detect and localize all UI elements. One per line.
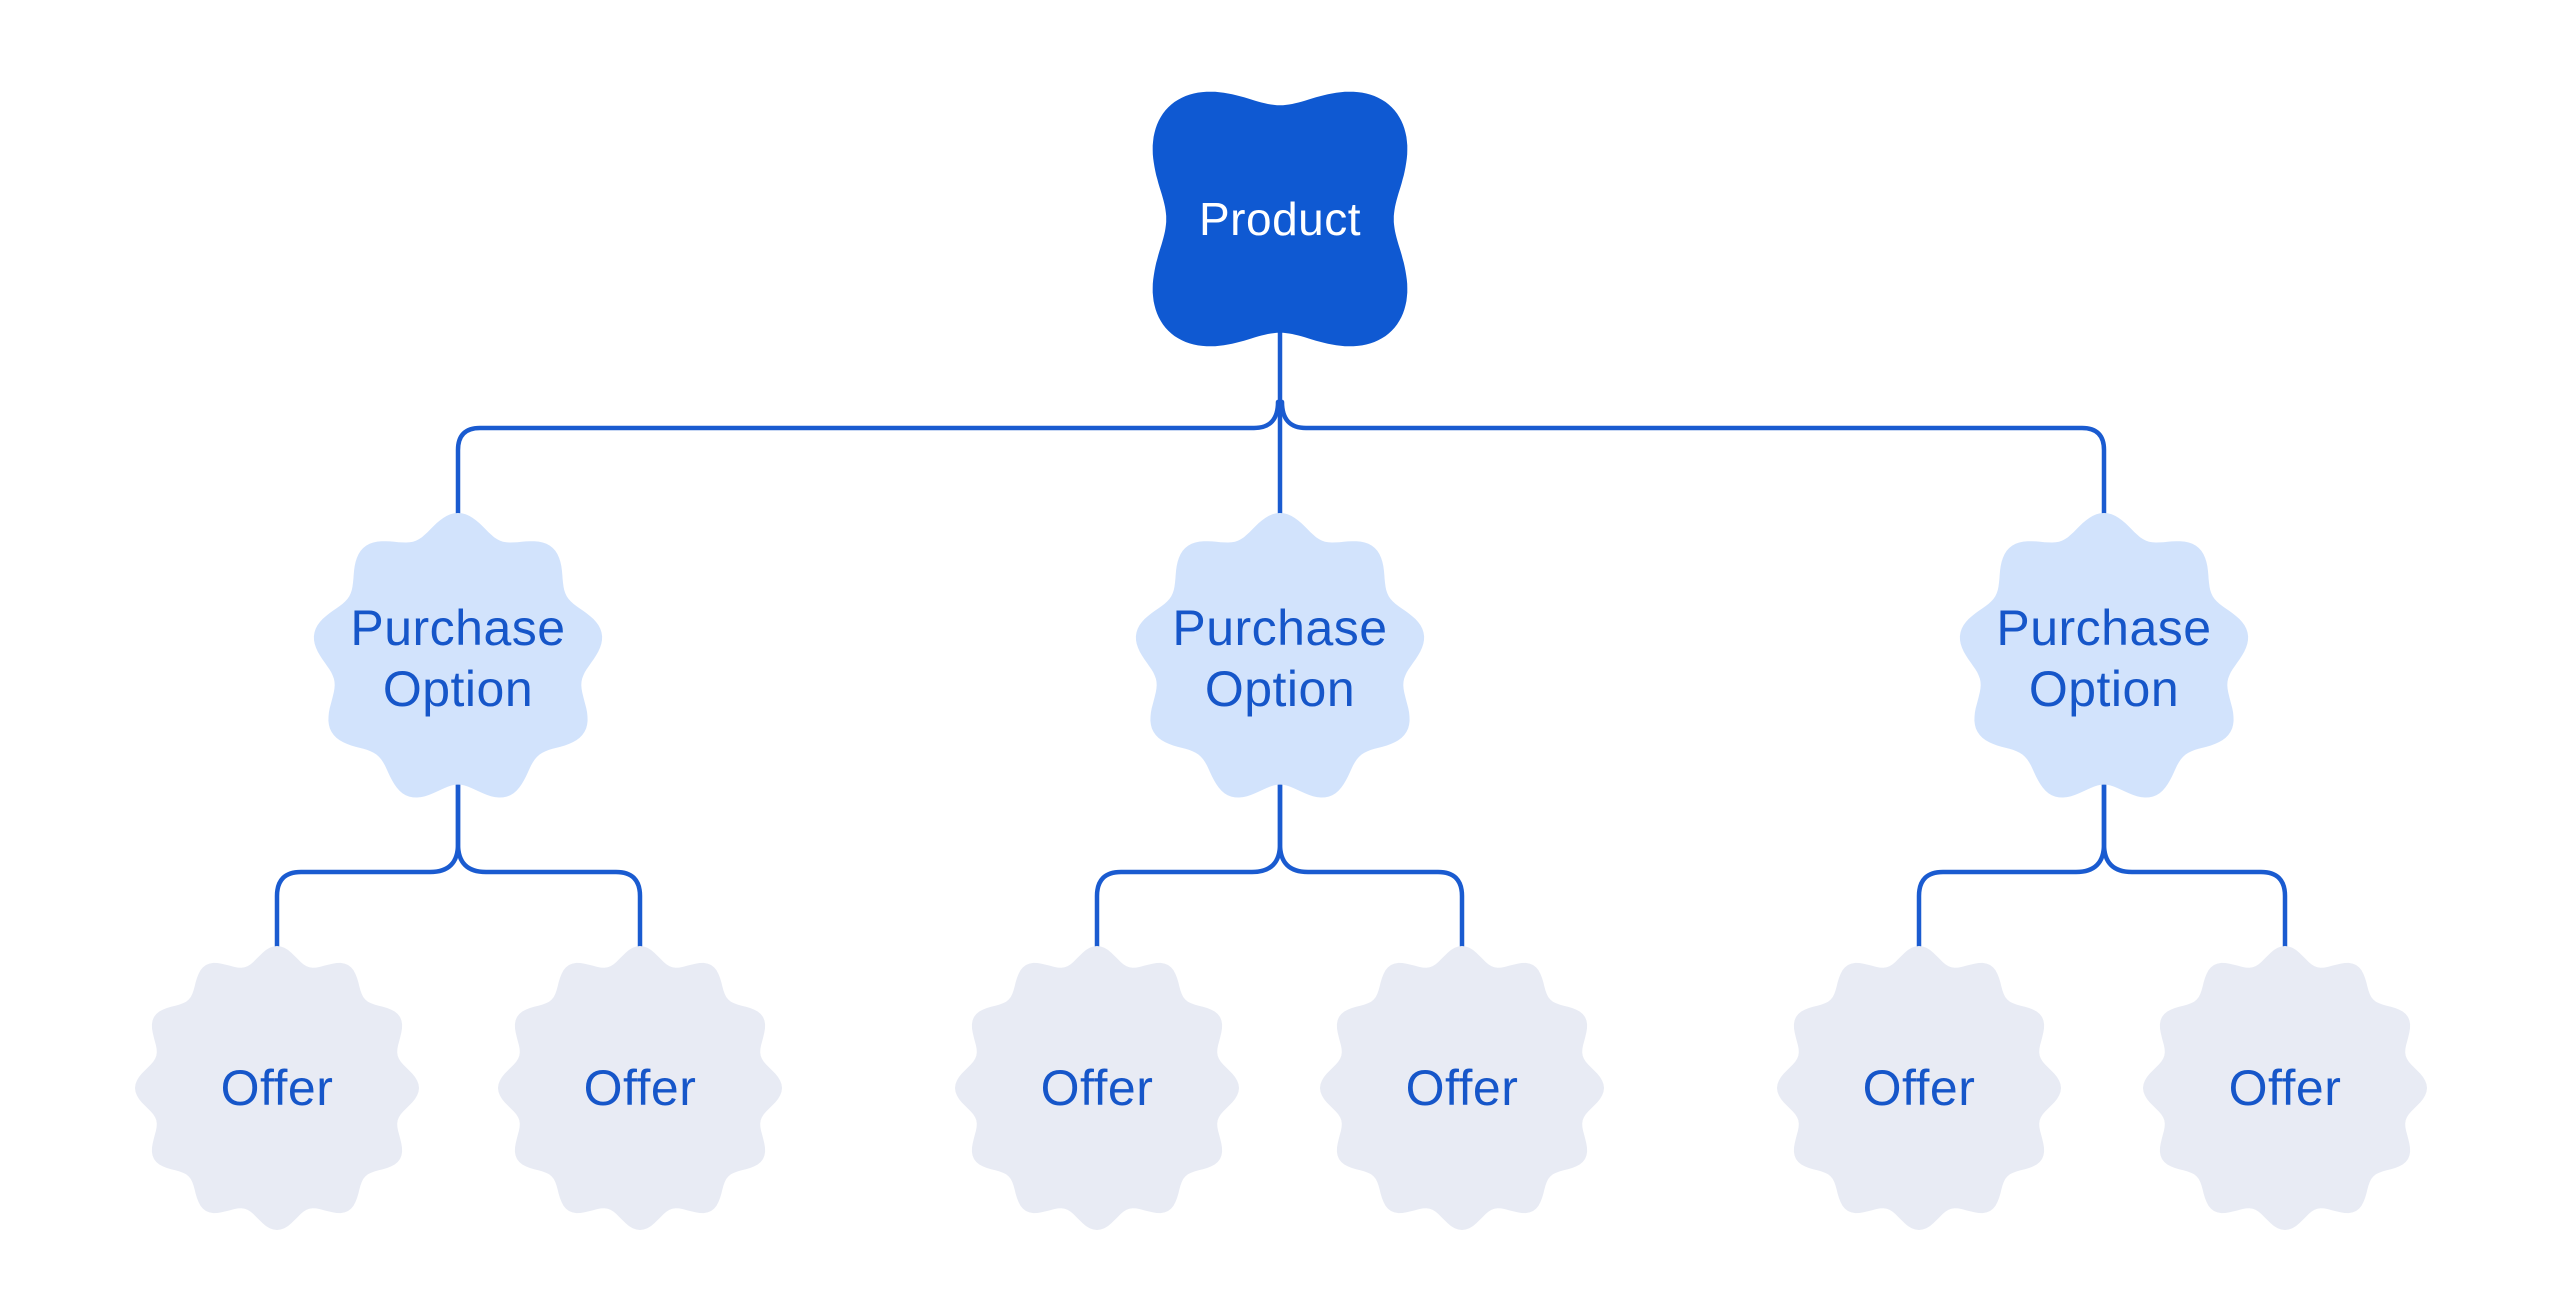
connector-product-to-left-option: [455, 399, 1281, 519]
offer-node-3-1: [1777, 946, 2061, 1230]
connector-option-1-to-right-offer: [455, 772, 643, 955]
connector-product-to-right-option: [1279, 399, 2107, 519]
offer-node-1-2: [498, 946, 782, 1230]
connector-option-2-to-right-offer: [1277, 772, 1465, 955]
purchase-option-node-2: [1135, 513, 1425, 798]
connector-option-2-to-left-offer: [1094, 772, 1283, 955]
connector-option-1-to-left-offer: [274, 772, 461, 955]
offer-node-1-1: [135, 946, 419, 1230]
connector-option-3-to-right-offer: [2101, 772, 2288, 955]
connector-option-3-to-left-offer: [1916, 772, 2107, 955]
product-node: [1152, 91, 1408, 347]
offer-node-2-2: [1320, 946, 1604, 1230]
offer-node-2-1: [955, 946, 1239, 1230]
purchase-option-node-3: [1959, 513, 2249, 798]
offer-node-3-2: [2143, 946, 2427, 1230]
purchase-option-node-1: [313, 513, 603, 798]
